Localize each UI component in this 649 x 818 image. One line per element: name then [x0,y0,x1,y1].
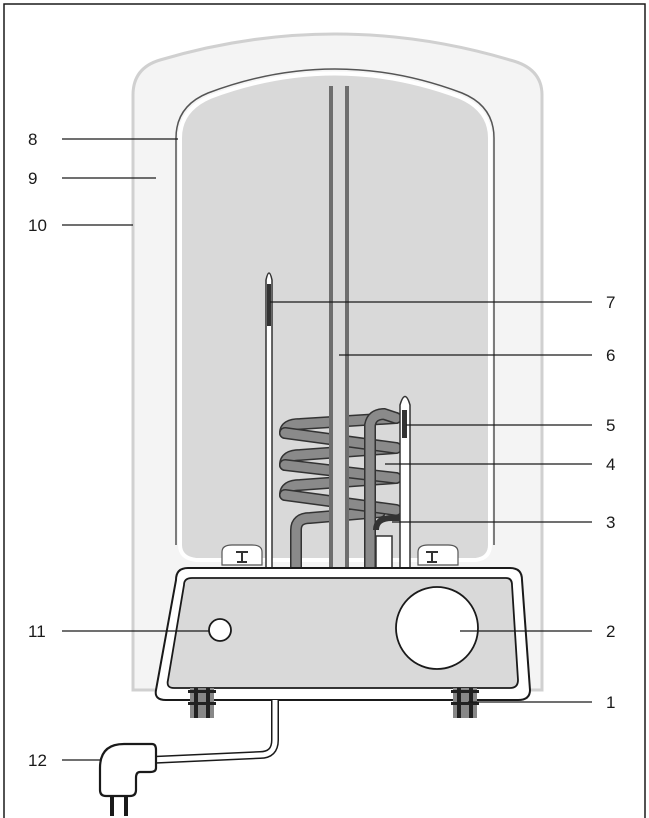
callout-3: 3 [606,513,615,532]
callout-10: 10 [28,216,47,235]
callout-9: 9 [28,169,37,188]
callout-6: 6 [606,346,615,365]
hot-water-pipe-front [329,410,349,568]
power-plug [98,742,158,816]
page-frame [3,3,646,818]
inner-tank-outline [175,68,495,545]
callout-2: 2 [606,622,615,641]
protective-anode [373,515,400,569]
callout-1: 1 [606,693,615,712]
temperature-limiter-tube [399,395,411,569]
callout-11: 11 [28,622,46,641]
callout-7: 7 [606,293,615,312]
thermostat-sensor-tube [265,272,273,569]
tank-mount-right [417,544,459,566]
callout-8: 8 [28,130,37,149]
callout-labels: 8 9 10 11 12 7 6 5 4 3 2 1 [28,130,615,770]
callout-4: 4 [606,455,615,474]
temperature-knob [395,586,479,670]
callout-12: 12 [28,751,47,770]
tank-mount-left [221,544,263,566]
leader-lines [62,138,592,761]
water-connection-left [188,688,216,718]
indicator-light [208,618,232,642]
callout-5: 5 [606,416,615,435]
power-cable [149,700,279,764]
water-connection-right [451,688,479,718]
heating-coil [279,407,402,574]
